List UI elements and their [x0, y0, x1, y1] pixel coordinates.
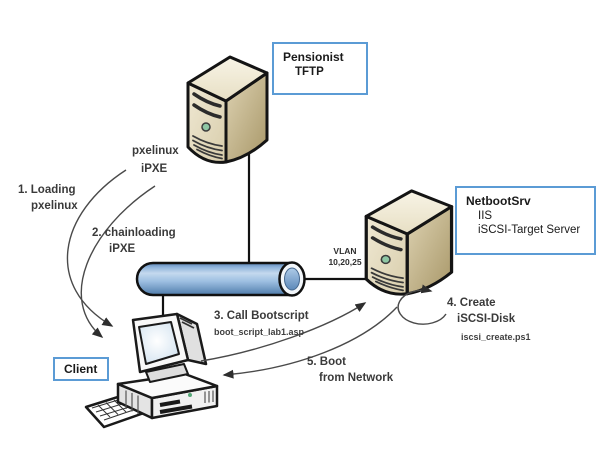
netbootsrv-title: NetbootSrv: [466, 194, 531, 208]
arrow-step5-boot-from-network: [222, 306, 398, 379]
step3-script-label: boot_script_lab1.asp: [214, 327, 305, 337]
arrow-step2-chainloading-ipxe: [80, 185, 156, 338]
arrow-step3-call-bootscript: [200, 302, 367, 362]
netbootsrv-service-iscsi: iSCSI-Target Server: [478, 224, 581, 236]
netbootsrv-server-icon: [364, 188, 454, 297]
step4-script-label: iscsi_create.ps1: [461, 332, 531, 342]
arrow-step1-loading-pxelinux: [66, 169, 127, 327]
pxelinux-label: pxelinux: [132, 145, 179, 157]
client-computer-icon: [84, 312, 219, 429]
client-title: Client: [64, 362, 98, 376]
step2-label: 2. chainloading iPXE: [92, 227, 176, 255]
pensionist-title: Pensionist: [283, 50, 344, 64]
step1-label: 1. Loading pxelinux: [18, 184, 78, 212]
arrow-step4-create-iscsi-loop: [397, 284, 447, 325]
pensionist-server-icon: [186, 55, 269, 165]
client-label-box: Client: [53, 357, 109, 381]
pensionist-label-box: Pensionist TFTP: [272, 42, 368, 95]
network-bus-icon: [135, 261, 306, 297]
pensionist-service-tftp: TFTP: [295, 66, 324, 78]
netbootsrv-service-iis: IIS: [478, 210, 493, 222]
step3-label: 3. Call Bootscript: [214, 310, 309, 322]
netbootsrv-label-box: NetbootSrv IIS iSCSI-Target Server: [455, 186, 596, 255]
step4-label: 4. Create iSCSI-Disk: [447, 297, 516, 325]
ipxe-label: iPXE: [141, 163, 168, 175]
vlan-label: VLAN 10,20,25: [328, 246, 362, 267]
step5-label: 5. Boot from Network: [307, 356, 394, 384]
